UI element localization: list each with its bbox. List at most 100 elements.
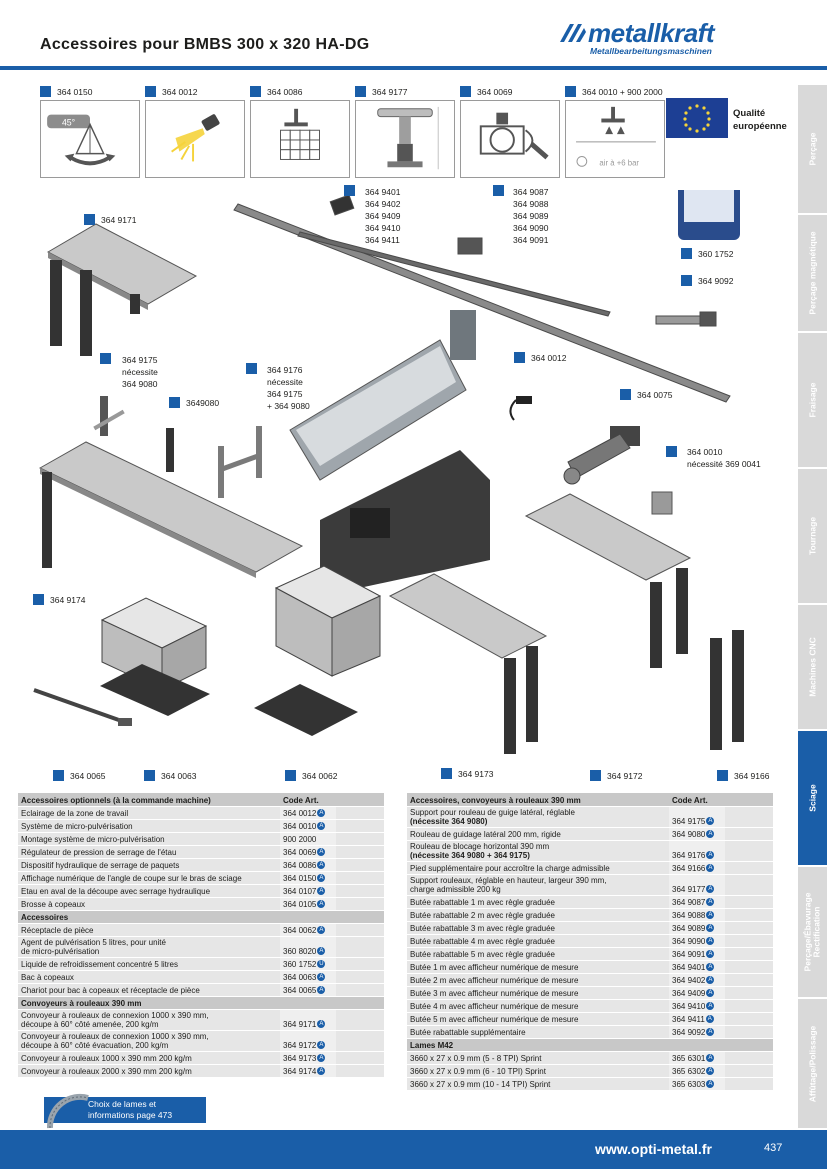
callout-marker (344, 185, 361, 197)
tab-tournage[interactable]: Tournage (798, 469, 827, 605)
brand-logo: metallkraft Metallbearbeitungsmaschinen (560, 18, 790, 58)
table-row: Butée 2 m avec afficheur numérique de me… (407, 973, 773, 987)
callout-3649172: 364 9172 (590, 770, 642, 782)
callout-3649092: 364 9092 (681, 275, 733, 287)
table-row: Affichage numérique de l'angle de coupe … (18, 871, 384, 885)
table-row: Agent de pulvérisation 5 litres, pour un… (18, 936, 384, 958)
chip-tray-icon (100, 597, 210, 716)
table-header: Accessoires, convoyeurs à rouleaux 390 m… (407, 793, 773, 807)
icon-code-label: 364 9177 (355, 86, 407, 98)
table-row: Butée 3 m avec afficheur numérique de me… (407, 986, 773, 1000)
conveyor-1000-icon (388, 573, 548, 754)
workpiece-bin-icon (254, 565, 382, 736)
conveyor-accessories-table: Accessoires, convoyeurs à rouleaux 390 m… (407, 793, 773, 1091)
stop-rail-icon (233, 194, 731, 403)
callout-3649166: 364 9166 (717, 770, 769, 782)
bundle-clamp-icon (250, 100, 350, 178)
tab-percage-ebavurage[interactable]: Perçage/Ébavurage Rectification (798, 867, 827, 999)
header-rule (0, 66, 827, 70)
svg-text:45°: 45° (62, 117, 75, 127)
table-row: Convoyeur à rouleaux de connexion 1000 x… (18, 1009, 384, 1031)
roller-stand-icon (355, 100, 455, 178)
table-row: Rouleau de blocage horizontal 390 mm(néc… (407, 840, 773, 862)
page-header: Accessoires pour BMBS 300 x 320 HA-DG me… (0, 0, 827, 70)
svg-text:air à +6 bar: air à +6 bar (599, 158, 639, 167)
angle-display-icon: 45° (40, 100, 140, 178)
options-table: Accessoires optionnels (à la commande ma… (18, 793, 384, 1078)
table-row: Support pour rouleau de guige latéral, r… (407, 806, 773, 828)
saw-blade-icon (46, 1093, 89, 1129)
band-saw-machine-icon (289, 310, 532, 590)
chip-cart-icon (33, 688, 132, 726)
hydraulic-vise-icon (563, 426, 640, 485)
table-row: Rouleau de guidage latéral 200 mm, rigid… (407, 827, 773, 841)
table-row: Liquide de refroidissement concentré 5 l… (18, 957, 384, 971)
callout-3649171: 364 9171 (84, 214, 136, 226)
callout-3640062: 364 0062 (285, 770, 337, 782)
tab-percage[interactable]: Perçage (798, 85, 827, 215)
page-footer: www.opti-metal.fr 437 (0, 1130, 827, 1169)
eu-flag-icon (666, 98, 728, 138)
tab-affutage[interactable]: Affûtage/Polissage (798, 999, 827, 1130)
table-section: Convoyeurs à rouleaux 390 mm (18, 996, 384, 1010)
callout-3649174: 364 9174 (33, 594, 85, 606)
icon-code-label: 364 0012 (145, 86, 197, 98)
table-row: Etau en aval de la découpe avec serrage … (18, 884, 384, 898)
website-link[interactable]: www.opti-metal.fr (595, 1141, 712, 1157)
conveyor-2000-icon (38, 441, 304, 578)
icon-code-label: 364 0150 (40, 86, 92, 98)
coolant-canister-icon (678, 190, 740, 240)
tab-percage-magnetique[interactable]: Perçage magnétique (798, 215, 827, 333)
page-number: 437 (764, 1142, 783, 1154)
table-row: Convoyeur à rouleaux 1000 x 390 mm 200 k… (18, 1051, 384, 1065)
callout-3601752: 360 1752 (681, 248, 733, 260)
tab-machines-cnc[interactable]: Machines CNC (798, 605, 827, 731)
callout-3649080: 3649080 (169, 397, 219, 409)
logo-mark-icon (560, 24, 586, 42)
category-tabs: Perçage Perçage magnétique Fraisage Tour… (798, 85, 827, 1130)
conveyor-connection-outfeed-icon (524, 493, 692, 668)
micro-spray-icon: air à +6 bar (565, 100, 665, 178)
callout-marker (246, 363, 263, 375)
blade-info-link[interactable]: Choix de lames et informations page 473 (44, 1097, 206, 1123)
tab-sciage[interactable]: Sciage (798, 731, 827, 867)
callout-3640063: 364 0063 (144, 770, 196, 782)
roller-holder-frame-icon (218, 426, 262, 498)
icon-code-label: 364 0069 (460, 86, 512, 98)
table-row: Convoyeur à rouleaux 2000 x 390 mm 200 k… (18, 1064, 384, 1078)
vise-pressure-icon (460, 100, 560, 178)
tab-fraisage[interactable]: Fraisage (798, 333, 827, 469)
callout-marker (666, 446, 683, 458)
table-row: Convoyeur à rouleaux de connexion 1000 x… (18, 1030, 384, 1052)
extra-leg-icon (710, 638, 722, 750)
work-lamp-icon (145, 100, 245, 178)
table-row: Butée 5 m avec afficheur numérique de me… (407, 1012, 773, 1026)
callout-marker (100, 353, 117, 365)
brand-subtitle: Metallbearbeitungsmaschinen (590, 46, 712, 56)
brand-name: metallkraft (588, 18, 715, 48)
callout-3649173: 364 9173 (441, 768, 493, 780)
page-title: Accessoires pour BMBS 300 x 320 HA-DG (40, 36, 370, 53)
icon-code-label: 364 0010 + 900 2000 (565, 86, 663, 98)
table-header: Accessoires optionnels (à la commande ma… (18, 793, 384, 807)
callout-3640075: 364 0075 (620, 389, 672, 401)
table-row: Pied supplémentaire pour accroître la ch… (407, 861, 773, 875)
table-section: Accessoires (18, 910, 384, 924)
quality-label: Qualité européenne (733, 108, 787, 132)
